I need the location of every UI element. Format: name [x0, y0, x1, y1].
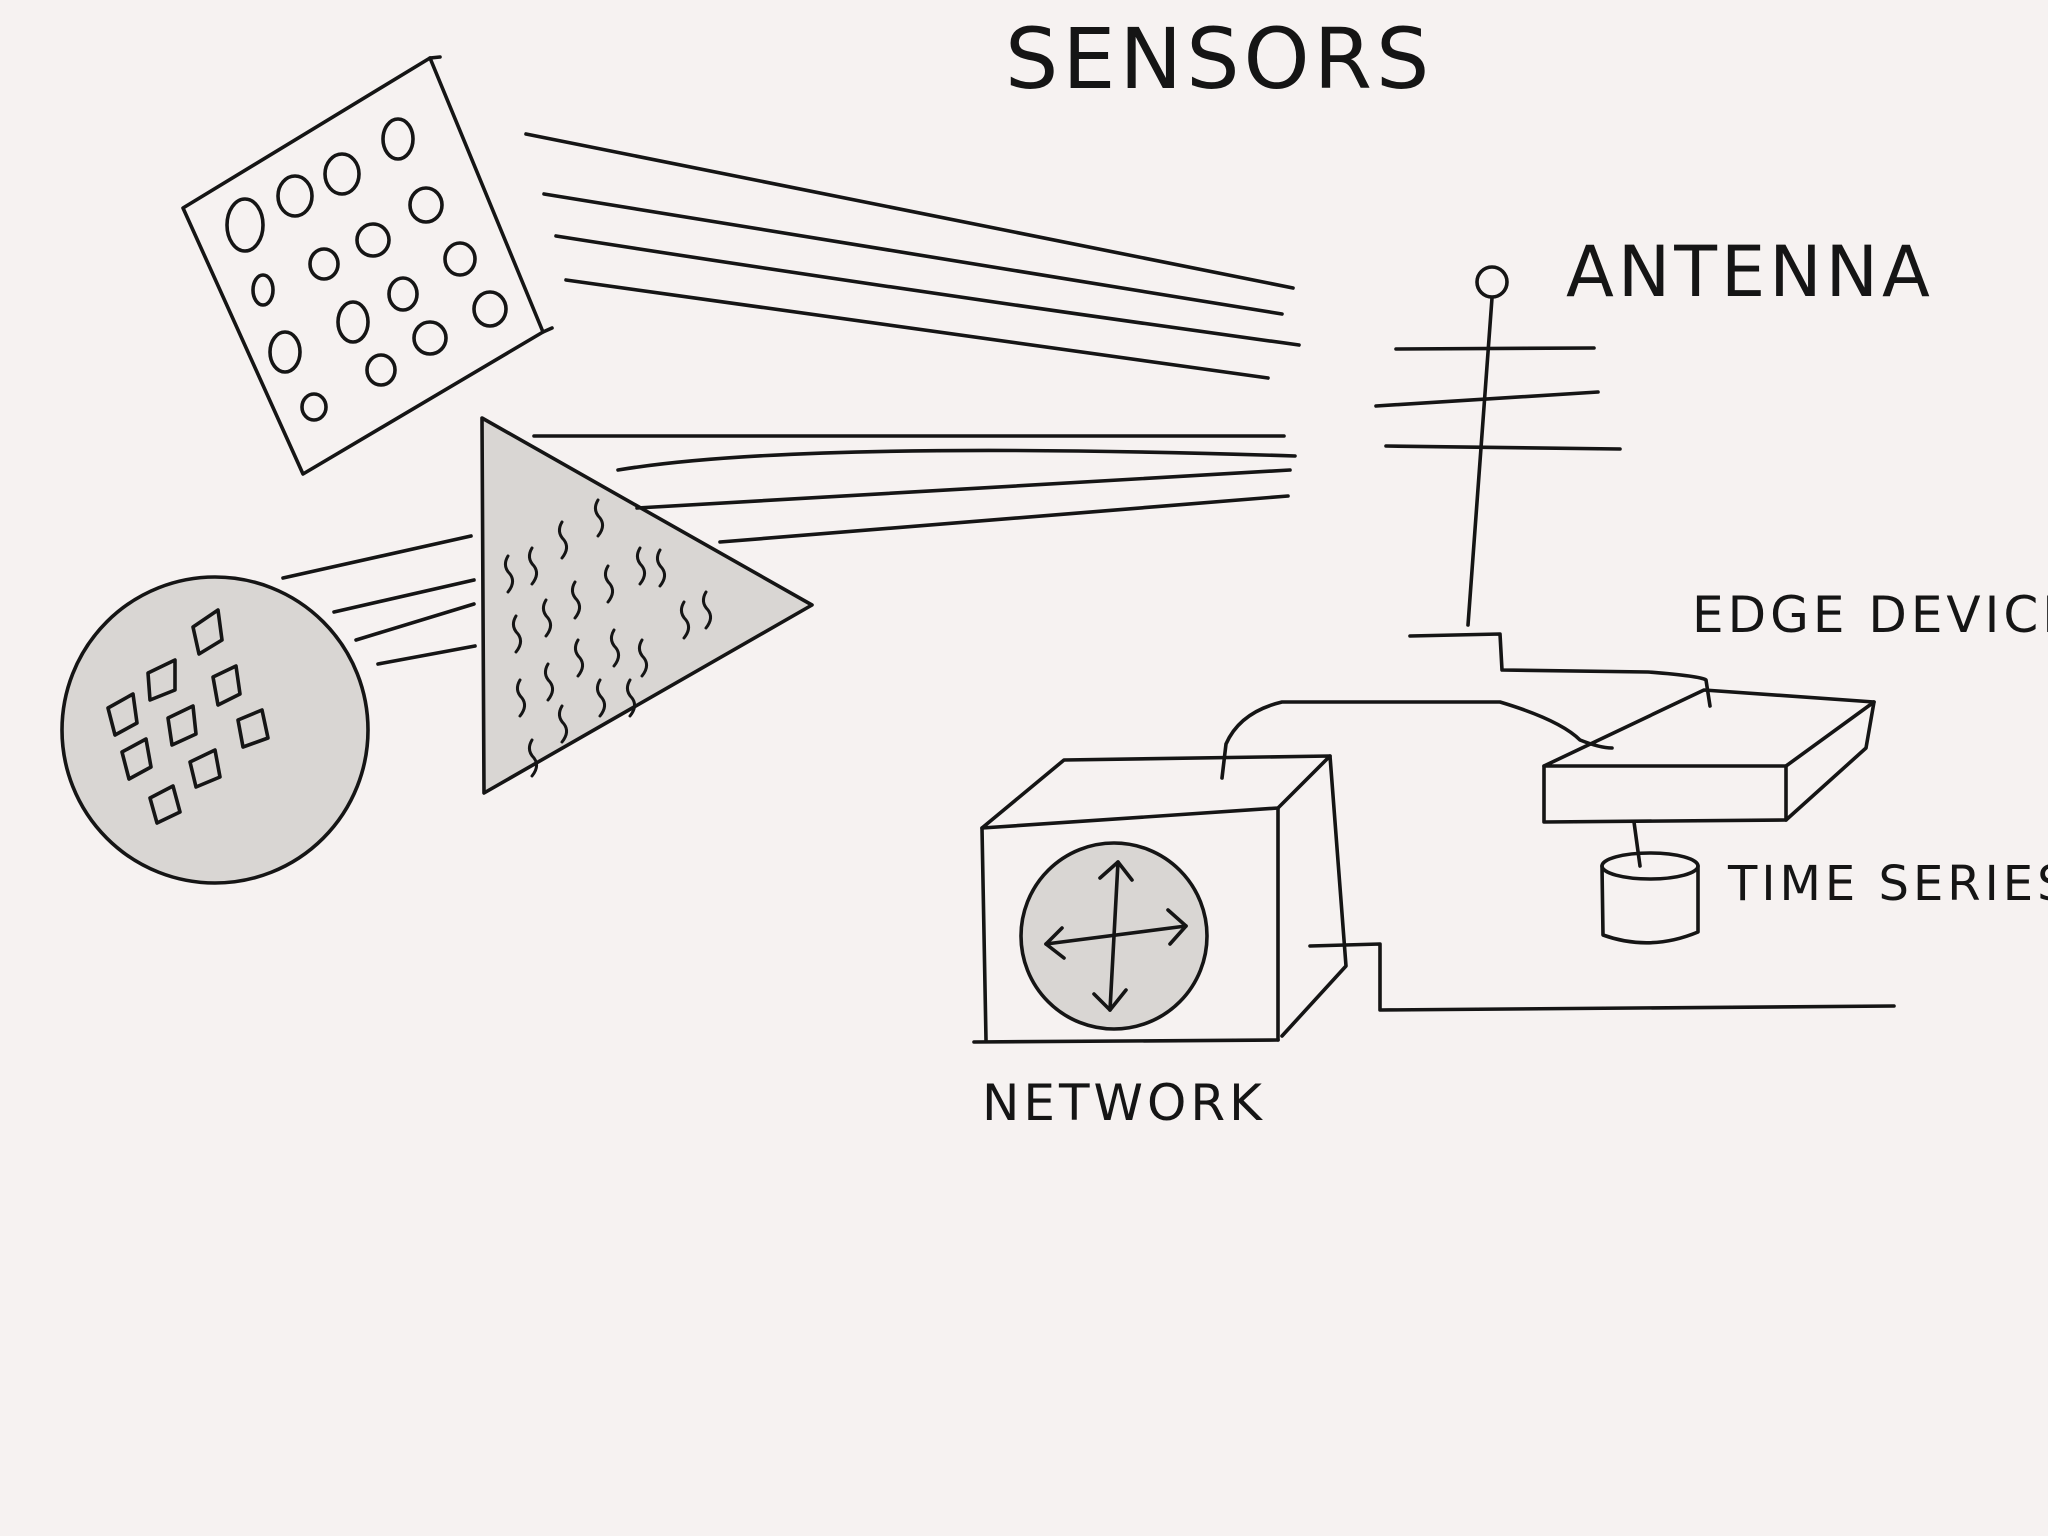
- label-edge-device: EDGE DEVICE: [1692, 586, 2048, 644]
- circle-sensor-grid: [106, 608, 270, 825]
- label-time-series: TIME SERIES: [1727, 856, 2048, 912]
- connection-wires: [1220, 632, 1896, 1012]
- database-cylinder-icon: [1600, 851, 1700, 945]
- four-way-arrows-icon: [1044, 860, 1188, 1012]
- circle-sensor: [60, 575, 370, 885]
- antenna-tip-icon: [1475, 265, 1509, 299]
- square-sensor: [181, 55, 554, 476]
- square-sensor-circles: [225, 117, 508, 422]
- time-series-storage: [1600, 851, 1700, 945]
- triangle-sensor: [480, 416, 814, 795]
- edge-device: [1542, 688, 1876, 868]
- network-box: [972, 754, 1348, 1044]
- label-antenna: ANTENNA: [1566, 231, 1934, 313]
- title-sensors: SENSORS: [1005, 10, 1433, 108]
- signal-lines: [281, 132, 1301, 666]
- label-network: NETWORK: [982, 1074, 1266, 1132]
- antenna: [1374, 265, 1622, 627]
- triangle-sensor-squiggles: [503, 498, 713, 778]
